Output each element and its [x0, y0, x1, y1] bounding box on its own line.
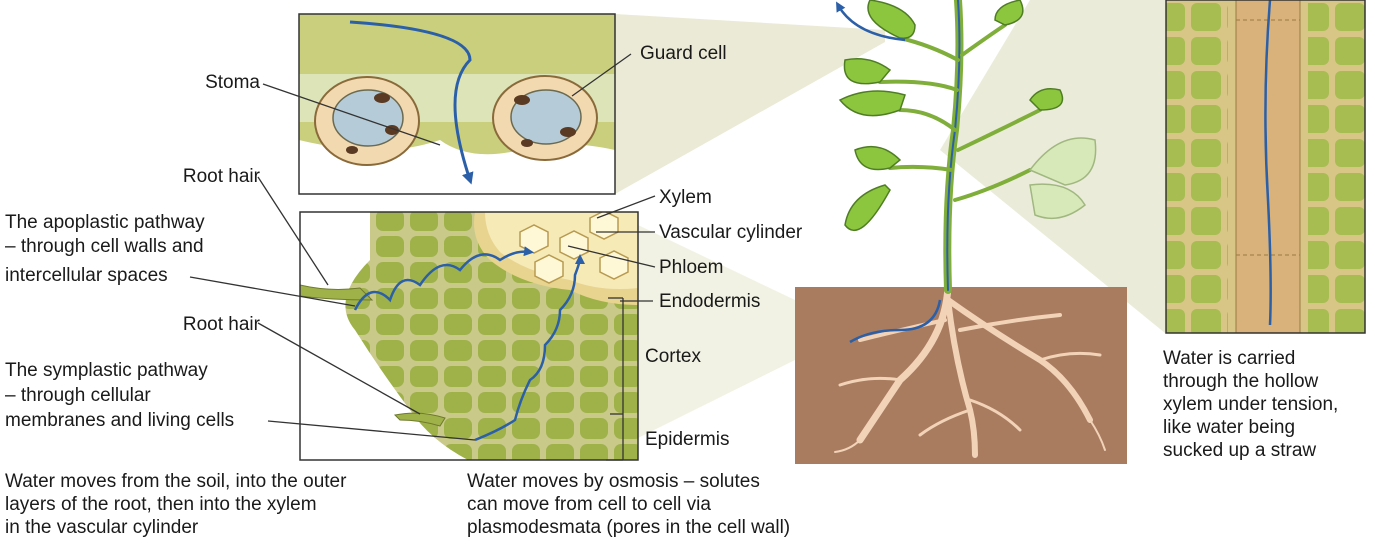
osmosis-caption-line-1: Water moves by osmosis – solutes: [467, 470, 887, 493]
soil-caption-line-2: layers of the root, then into the xylem: [5, 493, 435, 516]
xylem-closeup-inset: [1166, 0, 1365, 333]
xylem-caption-line-1: Water is carried: [1163, 347, 1368, 370]
symplastic-label-1: The symplastic pathway: [5, 359, 208, 382]
xylem-caption-line-5: sucked up a straw: [1163, 439, 1368, 462]
soil-caption: Water moves from the soil, into the oute…: [5, 470, 435, 539]
apoplastic-label-2: – through cell walls and: [5, 235, 204, 258]
osmosis-caption: Water moves by osmosis – solutes can mov…: [467, 470, 887, 539]
symplastic-label-2: – through cellular: [5, 384, 151, 407]
xylem-caption-line-2: through the hollow: [1163, 370, 1368, 393]
endodermis-label: Endodermis: [659, 290, 760, 313]
phloem-label: Phloem: [659, 256, 723, 279]
root-hair-label-top: Root hair: [140, 165, 260, 188]
leaf-section-inset: [299, 14, 615, 194]
apoplastic-label-3: intercellular spaces: [5, 264, 168, 287]
stoma-label: Stoma: [160, 71, 260, 94]
root-hair-label-bottom: Root hair: [140, 313, 260, 336]
xylem-caption: Water is carried through the hollow xyle…: [1163, 347, 1368, 462]
epidermis-label: Epidermis: [645, 428, 729, 451]
osmosis-caption-line-3: plasmodesmata (pores in the cell wall): [467, 516, 887, 539]
root-section-inset: [300, 211, 638, 460]
xylem-caption-line-4: like water being: [1163, 416, 1368, 439]
guard-cell-label: Guard cell: [640, 42, 727, 65]
soil-caption-line-3: in the vascular cylinder: [5, 516, 435, 539]
osmosis-caption-line-2: can move from cell to cell via: [467, 493, 887, 516]
vascular-cylinder-label: Vascular cylinder: [659, 221, 802, 244]
xylem-label: Xylem: [659, 186, 712, 209]
symplastic-label-3: membranes and living cells: [5, 409, 234, 432]
apoplastic-label-1: The apoplastic pathway: [5, 211, 205, 234]
xylem-caption-line-3: xylem under tension,: [1163, 393, 1368, 416]
soil-caption-line-1: Water moves from the soil, into the oute…: [5, 470, 435, 493]
cortex-label: Cortex: [645, 345, 701, 368]
guard-cell-left: [315, 77, 419, 165]
